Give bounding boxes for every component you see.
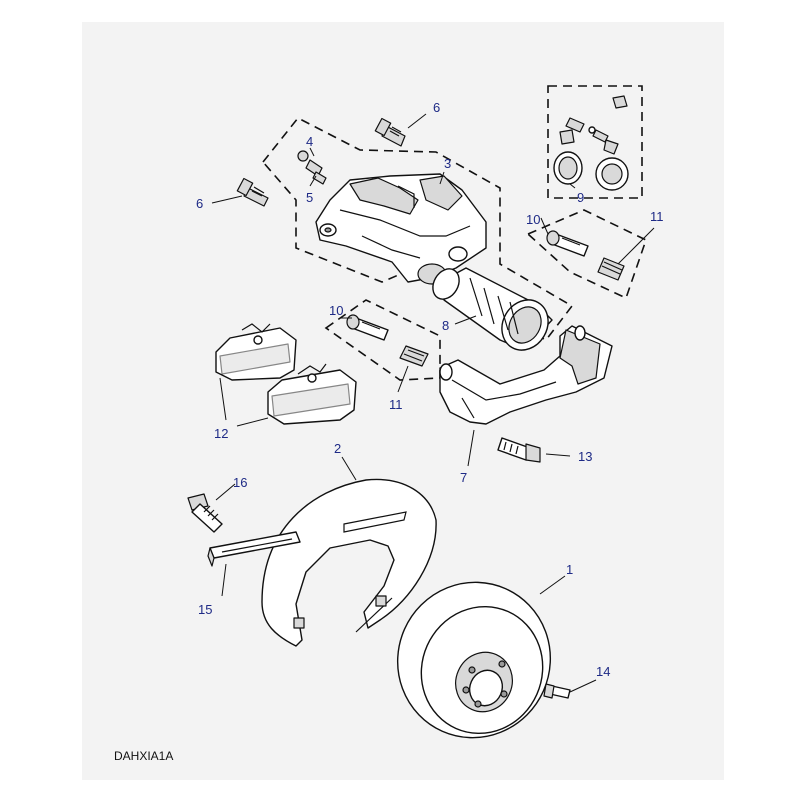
slide-pin-lower [346, 314, 389, 341]
seal-kit-group-outline [547, 85, 643, 199]
brake-disc [396, 581, 552, 739]
callout-7: 7 [460, 470, 467, 485]
callout-numbers: 1 2 3 4 5 6 6 7 8 9 10 10 11 11 12 13 14… [196, 100, 664, 679]
brake-pad-inner [215, 323, 297, 381]
drawing-code: DAHXIA1A [114, 749, 173, 763]
slide-pin-upper [546, 230, 589, 257]
leader-lines [211, 113, 655, 693]
caliper-carrier [439, 325, 613, 425]
callout-6-left: 6 [196, 196, 203, 211]
slide-bush-lower [399, 345, 429, 367]
callout-8: 8 [442, 318, 449, 333]
slide-pin-kit-outline-upper [526, 209, 647, 300]
callout-9: 9 [577, 190, 584, 205]
shield-bolt [187, 493, 223, 533]
callout-13: 13 [578, 449, 592, 464]
brake-pad-outer [267, 363, 357, 425]
callout-14: 14 [596, 664, 610, 679]
callout-3: 3 [444, 156, 451, 171]
caliper-group-outline [261, 116, 574, 342]
slide-pin-kit-outline-lower [324, 299, 441, 381]
callout-15: 15 [198, 602, 212, 617]
callout-11-upper: 11 [650, 209, 664, 224]
callout-4: 4 [306, 134, 313, 149]
callout-6-top: 6 [433, 100, 440, 115]
caliper-bolt-6-left [236, 177, 269, 207]
callout-11-lower: 11 [389, 397, 403, 412]
slide-bush-upper [597, 257, 625, 281]
shield-bracket [207, 531, 301, 567]
callout-2: 2 [334, 441, 341, 456]
disc-retaining-screw [543, 683, 571, 699]
bleed-screw [297, 150, 327, 185]
seal-kit [553, 95, 629, 191]
callout-5: 5 [306, 190, 313, 205]
callout-10-upper: 10 [526, 212, 540, 227]
caliper-bolt-6-top [374, 117, 406, 147]
carrier-bolt [497, 437, 541, 463]
dust-shield [261, 478, 437, 647]
callout-1: 1 [566, 562, 573, 577]
callout-12: 12 [214, 426, 228, 441]
caliper-piston [432, 267, 553, 351]
callout-16: 16 [233, 475, 247, 490]
callout-10-lower: 10 [329, 303, 343, 318]
caliper-body [315, 173, 487, 285]
